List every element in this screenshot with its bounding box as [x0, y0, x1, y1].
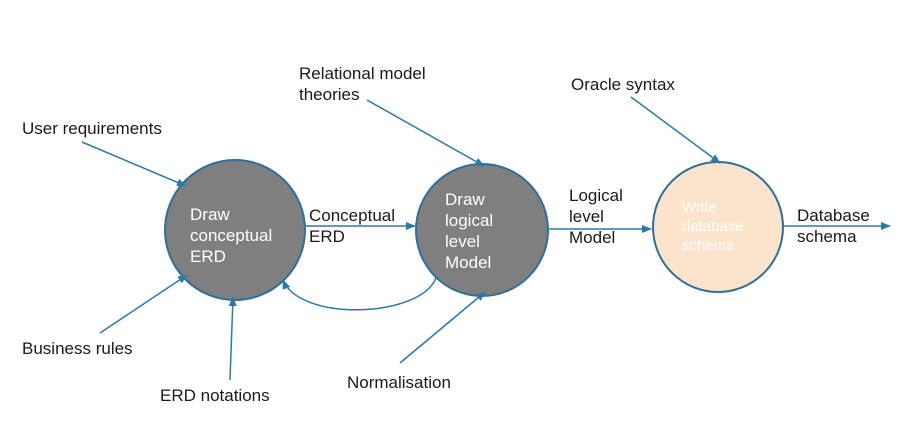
conceptual-erd-label: Conceptual ERD [309, 206, 396, 246]
oracle-syntax-label: Oracle syntax [571, 75, 675, 94]
draw-logical-label: Draw logical level Model [445, 190, 494, 272]
business-rules-label: Business rules [22, 339, 133, 358]
oracle-syntax-arrow [630, 96, 721, 164]
erd-notations-label: ERD notations [160, 386, 270, 405]
normalisation-arrow [399, 291, 486, 364]
business-rules-arrow [99, 274, 188, 334]
database-schema-label: Database schema [797, 206, 870, 246]
user-requirements-arrow [81, 141, 187, 187]
relational-theories-arrow [366, 99, 485, 167]
normalisation-label: Normalisation [347, 373, 451, 392]
feedback-loop-arrow [282, 277, 437, 311]
draw-conceptual-label: Draw conceptual ERD [190, 205, 273, 266]
relational-theories-label: Relational model theories [299, 64, 426, 104]
erd-notations-arrow [228, 296, 237, 381]
write-schema-label: Write database schema [682, 199, 744, 254]
user-requirements-label: User requirements [22, 119, 162, 138]
logical-level-model-label: Logical level Model [569, 186, 623, 247]
